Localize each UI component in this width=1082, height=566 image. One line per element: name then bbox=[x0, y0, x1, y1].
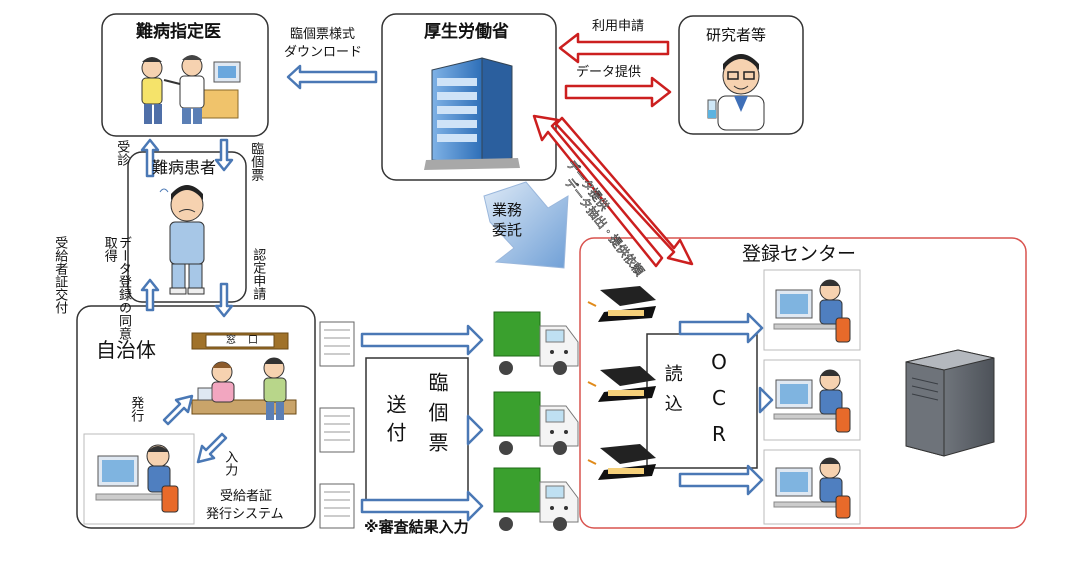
arrow-send-1 bbox=[360, 324, 484, 356]
arrow-ocr-2 bbox=[758, 386, 774, 414]
read-label: 読込 bbox=[661, 364, 683, 424]
arrow-usage-request bbox=[558, 32, 670, 64]
arrow-form-down bbox=[214, 138, 234, 172]
issue-label: 発行 bbox=[128, 396, 144, 422]
truck-icon-2 bbox=[493, 391, 579, 455]
patient-title: 難病患者 bbox=[152, 158, 217, 177]
truck-icon-1 bbox=[493, 311, 579, 375]
send-box bbox=[365, 357, 469, 509]
arrow-ocr-1 bbox=[678, 312, 764, 344]
building-icon bbox=[424, 57, 520, 170]
download-label-2: ダウンロード bbox=[284, 45, 363, 60]
system-label-1: 受給者証 bbox=[220, 489, 273, 504]
arrow-send-3 bbox=[360, 490, 484, 522]
arrow-input bbox=[196, 432, 228, 464]
arrow-cert-down bbox=[214, 282, 234, 318]
clinical-form-label: 臨個票 bbox=[248, 142, 264, 181]
researcher-title: 研究者等 bbox=[706, 26, 767, 44]
cert-apply-label: 認定申請 bbox=[250, 248, 266, 300]
data-provide-researcher-label: データ提供 bbox=[576, 65, 642, 80]
usage-request-label: 利用申請 bbox=[592, 19, 645, 34]
arrow-ocr-3 bbox=[678, 464, 764, 496]
scanner-icon-2 bbox=[587, 366, 656, 402]
outsourcing-label: 業務委託 bbox=[492, 200, 532, 241]
doctor-title: 難病指定医 bbox=[136, 22, 221, 42]
computer-worker-2 bbox=[763, 359, 861, 441]
ministry-title: 厚生労働省 bbox=[424, 22, 509, 42]
computer-worker-1 bbox=[763, 269, 861, 351]
municipality-title: 自治体 bbox=[96, 338, 156, 362]
system-label-2: 発行システム bbox=[206, 507, 284, 522]
scanner-icon-1 bbox=[587, 286, 656, 322]
arrow-data-provide-researcher bbox=[564, 76, 672, 108]
counter-illustration bbox=[191, 332, 297, 420]
form-sheet-icon-3 bbox=[319, 483, 355, 529]
ocr-label: OCR bbox=[707, 350, 731, 458]
review-input-label: ※審査結果入力 bbox=[364, 518, 469, 536]
arrow-send-2 bbox=[466, 414, 484, 446]
outsourcing-text: 業務委託 bbox=[492, 201, 523, 240]
computer-worker-municipality bbox=[83, 433, 195, 525]
center-title: 登録センター bbox=[742, 243, 857, 265]
arrow-outsourcing bbox=[483, 181, 569, 269]
data-consent-label: データ登録の同意取得 bbox=[101, 236, 131, 340]
form-sheet-icon-2 bbox=[319, 407, 355, 453]
researcher-illustration bbox=[707, 54, 765, 131]
counter-label: 窓口 bbox=[226, 335, 270, 346]
download-label-1: 臨個票様式 bbox=[290, 27, 356, 42]
arrow-data-provide-center bbox=[532, 114, 664, 268]
form-vertical-label: 臨個票 bbox=[425, 372, 449, 462]
form-sheet-icon-1 bbox=[319, 321, 355, 367]
arrow-issue bbox=[162, 394, 194, 426]
server-icon bbox=[905, 349, 995, 457]
input-label: 入力 bbox=[222, 450, 238, 476]
arrow-consent-up bbox=[140, 278, 160, 312]
arrow-download bbox=[286, 64, 378, 90]
arrow-consult-up bbox=[140, 138, 160, 178]
send-label: 送付 bbox=[383, 394, 407, 450]
truck-icon-3 bbox=[493, 467, 579, 531]
computer-worker-3 bbox=[763, 449, 861, 525]
issue-card-label: 受給者証交付 bbox=[52, 236, 68, 314]
consult-label: 受診 bbox=[114, 140, 130, 166]
scanner-icon-3 bbox=[587, 444, 656, 480]
patient-illustration bbox=[159, 185, 205, 295]
doctor-consultation-illustration bbox=[141, 55, 241, 124]
arrow-extract-request bbox=[554, 116, 694, 266]
